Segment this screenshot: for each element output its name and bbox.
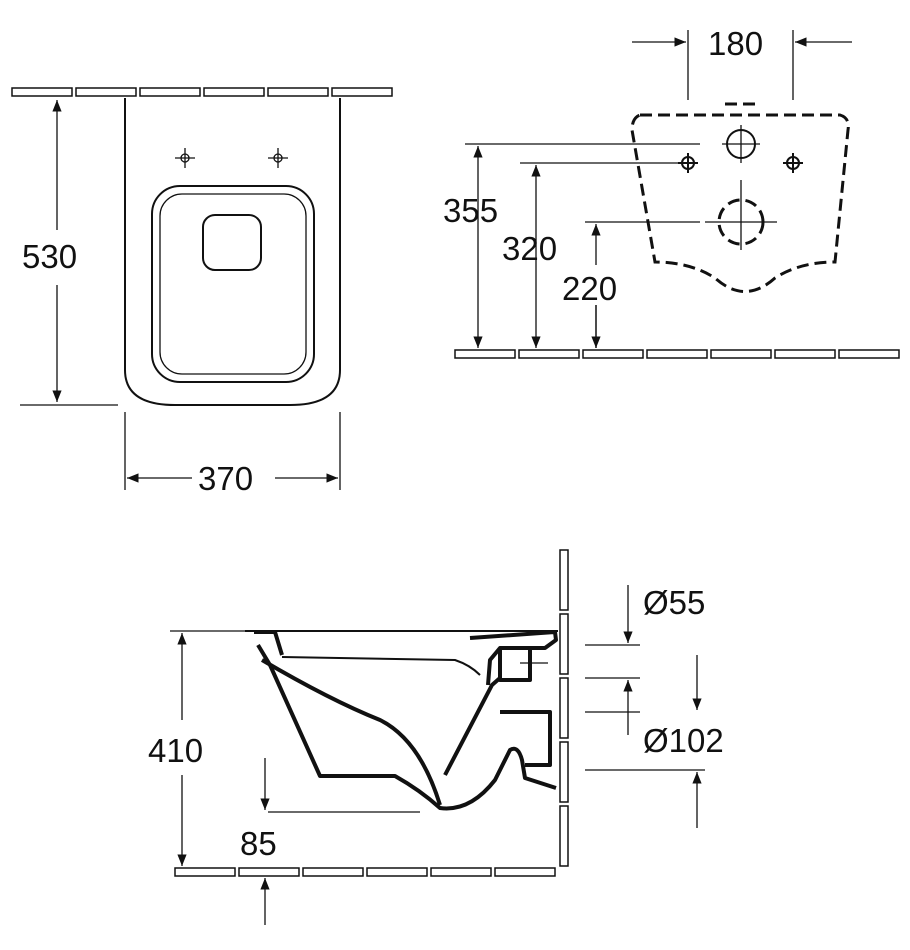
bowl-bottom-label: 85 xyxy=(240,825,277,862)
bowl-outline xyxy=(124,98,341,406)
wall-segments xyxy=(454,349,900,359)
fixing-hole-icon xyxy=(678,153,698,173)
height-355-label: 355 xyxy=(443,192,498,229)
seat-buffer xyxy=(202,214,262,271)
outlet-diameter-label: Ø102 xyxy=(643,722,724,759)
rear-outline xyxy=(630,113,850,293)
rear-view: 180 355 320 220 xyxy=(443,25,900,359)
fixing-hole-icon xyxy=(175,148,195,168)
depth-label: 530 xyxy=(22,238,77,275)
wall-segments xyxy=(11,87,393,97)
fixing-spacing-label: 180 xyxy=(708,25,763,62)
inlet-diameter-label: Ø55 xyxy=(643,584,705,621)
height-410-label: 410 xyxy=(148,732,203,769)
floor-segments xyxy=(174,867,556,877)
seat-inner xyxy=(159,193,307,375)
side-view: 410 85 Ø55 Ø102 xyxy=(148,549,724,925)
fixing-hole-icon xyxy=(268,148,288,168)
height-220-label: 220 xyxy=(562,270,617,307)
fixing-hole-icon xyxy=(783,153,803,173)
seat-outer xyxy=(151,185,315,383)
height-320-label: 320 xyxy=(502,230,557,267)
wall-segments-vertical xyxy=(559,549,569,867)
top-view: 530 370 xyxy=(11,87,393,497)
width-label: 370 xyxy=(198,460,253,497)
